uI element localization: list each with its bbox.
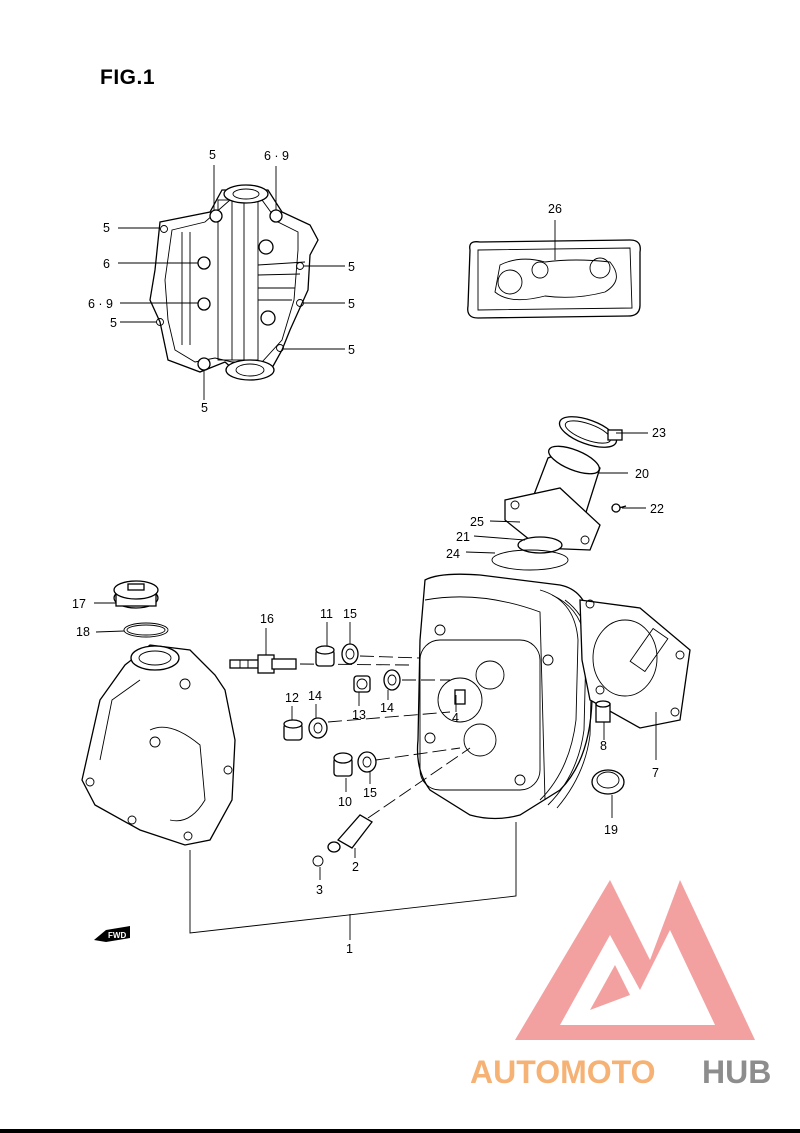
callout-5f: 5 <box>348 343 355 357</box>
ring-3 <box>312 855 324 880</box>
callout-16: 16 <box>260 612 274 626</box>
callout-19: 19 <box>604 823 618 837</box>
callout-21: 21 <box>456 530 470 544</box>
o-ring-18 <box>95 622 169 638</box>
cylinder-head-main <box>416 573 593 820</box>
callout-3: 3 <box>316 883 323 897</box>
callout-14b: 14 <box>380 701 394 715</box>
callout-5e: 5 <box>348 297 355 311</box>
nut-11 <box>315 622 335 667</box>
callout-4: 4 <box>452 711 459 725</box>
automotohub-logo: AUTOMOTO HUB <box>470 880 771 1090</box>
callout-5c: 5 <box>110 316 117 330</box>
callout-24: 24 <box>446 547 460 561</box>
callout-11: 11 <box>320 607 333 621</box>
plug-19 <box>591 769 625 818</box>
callout-6: 6 <box>103 257 110 271</box>
callout-23: 23 <box>652 426 666 440</box>
callout-18: 18 <box>76 625 90 639</box>
callout-5a: 5 <box>209 148 216 162</box>
bottom-border <box>0 1129 800 1133</box>
callout-14a: 14 <box>308 689 322 703</box>
nut-12 <box>283 706 303 741</box>
assembly-bracket-1 <box>189 822 517 940</box>
callout-22: 22 <box>650 502 664 516</box>
callout-13: 13 <box>352 708 366 722</box>
pipe-2 <box>327 747 471 858</box>
figure-title: FIG.1 <box>100 66 156 89</box>
head-gasket-7 <box>579 599 691 760</box>
dowel-pin-8 <box>595 700 611 740</box>
callout-labels: 5 6 · 9 5 6 6 · 9 5 5 5 5 5 26 23 20 22 … <box>72 148 666 956</box>
fwd-label: FWD <box>108 931 126 940</box>
washer-15b <box>357 747 461 784</box>
callout-1: 1 <box>346 942 353 956</box>
callout-15b: 15 <box>363 786 377 800</box>
gasket-set-26 <box>467 220 641 319</box>
callout-5d: 5 <box>348 260 355 274</box>
callout-15a: 15 <box>343 607 357 621</box>
callout-12: 12 <box>285 691 299 705</box>
callout-6-9b: 6 · 9 <box>88 297 113 311</box>
washer-14a <box>308 704 451 739</box>
cylinder-head-top-view <box>118 165 345 400</box>
fwd-arrow-icon: FWD <box>94 926 130 942</box>
callout-5b: 5 <box>103 221 110 235</box>
callout-7: 7 <box>652 766 659 780</box>
callout-8: 8 <box>600 739 607 753</box>
callout-6-9a: 6 · 9 <box>264 149 289 163</box>
callout-17: 17 <box>72 597 86 611</box>
logo-text-automoto: AUTOMOTO <box>470 1054 655 1090</box>
cap-17 <box>94 580 159 609</box>
washer-14b <box>383 669 450 700</box>
cylinder-head-cover <box>81 644 236 846</box>
callout-20: 20 <box>635 467 649 481</box>
logo-text-hub: HUB <box>702 1054 771 1090</box>
nut-10 <box>333 752 353 792</box>
callout-26: 26 <box>548 202 562 216</box>
callout-10: 10 <box>338 795 352 809</box>
spark-plug-16 <box>229 628 411 674</box>
intake-pipe-assembly <box>465 416 648 571</box>
callout-25: 25 <box>470 515 484 529</box>
washer-15a <box>341 622 421 665</box>
nut-13 <box>353 675 371 706</box>
callout-2: 2 <box>352 860 359 874</box>
callout-5g: 5 <box>201 401 208 415</box>
